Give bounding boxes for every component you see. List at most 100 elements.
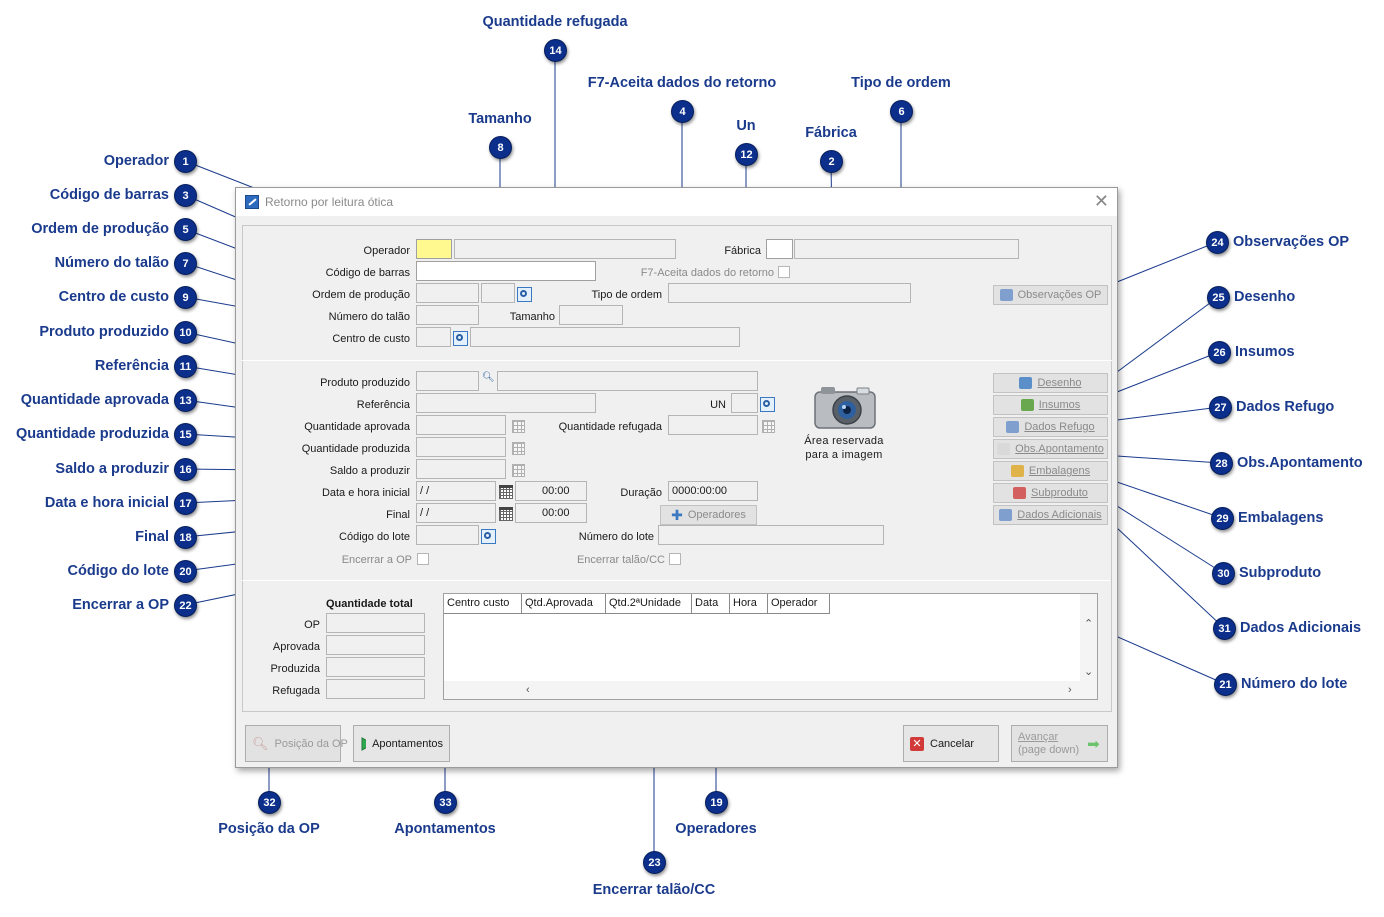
side-button-insumos[interactable]: Insumos <box>993 395 1108 415</box>
grid-column-header[interactable]: Operador <box>768 594 830 614</box>
grid-column-header[interactable]: Data <box>692 594 730 614</box>
callout-badge: 13 <box>174 389 197 412</box>
callout-label: Observações OP <box>1233 234 1350 250</box>
calculator-icon[interactable] <box>512 420 525 433</box>
side-button-dados-refugo[interactable]: Dados Refugo <box>993 417 1108 437</box>
callout-label: Insumos <box>1235 344 1295 360</box>
callout-label: Un <box>736 118 756 134</box>
callout-badge: 30 <box>1212 562 1235 585</box>
quantidade-produzida-input[interactable] <box>416 437 506 457</box>
callout-label: Desenho <box>1234 289 1296 305</box>
operadores-button[interactable]: ✚ Operadores <box>660 505 757 525</box>
callout-badge: 17 <box>174 492 197 515</box>
ordem-producao-input[interactable] <box>416 283 479 303</box>
encerrar-talao-label: Encerrar talão/CC <box>576 554 665 566</box>
codigo-barras-input[interactable] <box>416 261 596 281</box>
vertical-scrollbar[interactable]: ⌃ ⌄ <box>1080 594 1097 683</box>
f7-aceita-checkbox[interactable] <box>778 266 790 278</box>
observacoes-op-button[interactable]: Observações OP <box>993 285 1108 305</box>
ordem-producao-lookup-icon[interactable] <box>517 287 532 302</box>
window-titlebar: Retorno por leitura ótica ✕ <box>236 188 1117 216</box>
callout-label: F7-Aceita dados do retorno <box>587 75 777 91</box>
produto-search-icon[interactable]: 🔍︎ <box>482 372 495 383</box>
callout-label: Data e hora inicial <box>44 495 169 511</box>
callout-badge: 8 <box>489 136 512 159</box>
codigo-lote-label: Código do lote <box>339 531 410 543</box>
tamanho-label: Tamanho <box>509 311 555 323</box>
side-button-desenho[interactable]: Desenho <box>993 373 1108 393</box>
callout-label: Quantidade refugada <box>482 14 628 30</box>
un-label: UN <box>710 399 726 411</box>
scroll-down-icon[interactable]: ⌄ <box>1084 666 1094 678</box>
data-final-input[interactable]: / / <box>416 503 496 523</box>
side-button-obs-apontamento[interactable]: Obs.Apontamento <box>993 439 1108 459</box>
centro-custo-input[interactable] <box>416 327 451 347</box>
grid-column-header[interactable]: Hora <box>730 594 768 614</box>
grid-column-header[interactable]: Qtd.Aprovada <box>522 594 606 614</box>
produto-produzido-input[interactable] <box>416 371 479 391</box>
apontamentos-button[interactable]: Apontamentos <box>353 725 450 762</box>
un-input[interactable] <box>731 393 758 413</box>
horizontal-scrollbar[interactable]: ‹ › <box>444 681 1097 699</box>
un-lookup-icon[interactable] <box>760 397 775 412</box>
codigo-barras-label: Código de barras <box>325 267 410 279</box>
callout-badge: 19 <box>705 791 728 814</box>
centro-custo-name-field <box>470 327 740 347</box>
scroll-left-icon[interactable]: ‹ <box>526 684 530 696</box>
play-icon <box>361 736 367 751</box>
callout-label: Operadores <box>675 821 757 837</box>
codigo-lote-lookup-icon[interactable] <box>481 529 496 544</box>
edit-icon <box>999 289 1013 301</box>
posicao-op-button[interactable]: 🔍︎ Posição da OP <box>245 725 348 762</box>
grid-column-header[interactable]: Centro custo <box>444 594 522 614</box>
callout-badge: 18 <box>174 526 197 549</box>
data-inicial-input[interactable]: / / <box>416 481 496 501</box>
centro-custo-lookup-icon[interactable] <box>453 331 468 346</box>
numero-talao-input[interactable] <box>416 305 479 325</box>
observacoes-op-button-label: Observações OP <box>1017 289 1102 301</box>
scroll-right-icon[interactable]: › <box>1068 684 1072 696</box>
saldo-produzir-label: Saldo a produzir <box>329 465 410 477</box>
calendar-icon[interactable] <box>499 507 513 521</box>
callout-badge: 5 <box>174 218 197 241</box>
cancelar-button[interactable]: ✕ Cancelar <box>903 725 999 762</box>
callout-badge: 33 <box>434 791 457 814</box>
calendar-icon[interactable] <box>499 485 513 499</box>
encerrar-op-checkbox[interactable] <box>417 553 429 565</box>
numero-lote-label: Número do lote <box>578 531 654 543</box>
avancar-button-label: Avançar (page down) <box>1018 731 1079 757</box>
codigo-lote-input[interactable] <box>416 525 479 545</box>
numero-lote-input[interactable] <box>658 525 884 545</box>
quantidade-refugada-input[interactable] <box>668 415 758 435</box>
close-icon[interactable]: ✕ <box>1093 191 1109 211</box>
tipo-ordem-field <box>668 283 911 303</box>
callout-badge: 16 <box>174 458 197 481</box>
calculator-icon[interactable] <box>512 442 525 455</box>
posicao-op-button-label: Posição da OP <box>274 737 348 750</box>
calculator-icon[interactable] <box>512 464 525 477</box>
hora-inicial-input[interactable]: 00:00 <box>515 481 587 501</box>
fabrica-code-input[interactable] <box>766 239 793 259</box>
quantidade-aprovada-input[interactable] <box>416 415 506 435</box>
side-button-dados-adicionais[interactable]: Dados Adicionais <box>993 505 1108 525</box>
operador-code-input[interactable] <box>416 239 452 259</box>
referencia-label: Referência <box>356 399 410 411</box>
encerrar-talao-checkbox[interactable] <box>669 553 681 565</box>
side-button-embalagens[interactable]: Embalagens <box>993 461 1108 481</box>
grid-column-header[interactable]: Qtd.2ªUnidade <box>606 594 692 614</box>
side-button-subproduto[interactable]: Subproduto <box>993 483 1108 503</box>
hora-final-input[interactable]: 00:00 <box>515 503 587 523</box>
side-button-label: Desenho <box>1037 377 1082 389</box>
magnifier-icon: 🔍︎ <box>252 735 269 751</box>
avancar-button[interactable]: Avançar (page down) ➡ <box>1011 725 1108 762</box>
calculator-icon[interactable] <box>762 420 775 433</box>
callout-label: Embalagens <box>1238 510 1324 526</box>
ordem-producao-seq-input[interactable] <box>481 283 515 303</box>
scroll-up-icon[interactable]: ⌃ <box>1084 618 1094 630</box>
callout-leader-line <box>1116 296 1219 373</box>
callout-label: Quantidade aprovada <box>20 392 169 408</box>
callout-label: Número do lote <box>1241 676 1348 692</box>
cancel-x-icon: ✕ <box>910 736 924 751</box>
